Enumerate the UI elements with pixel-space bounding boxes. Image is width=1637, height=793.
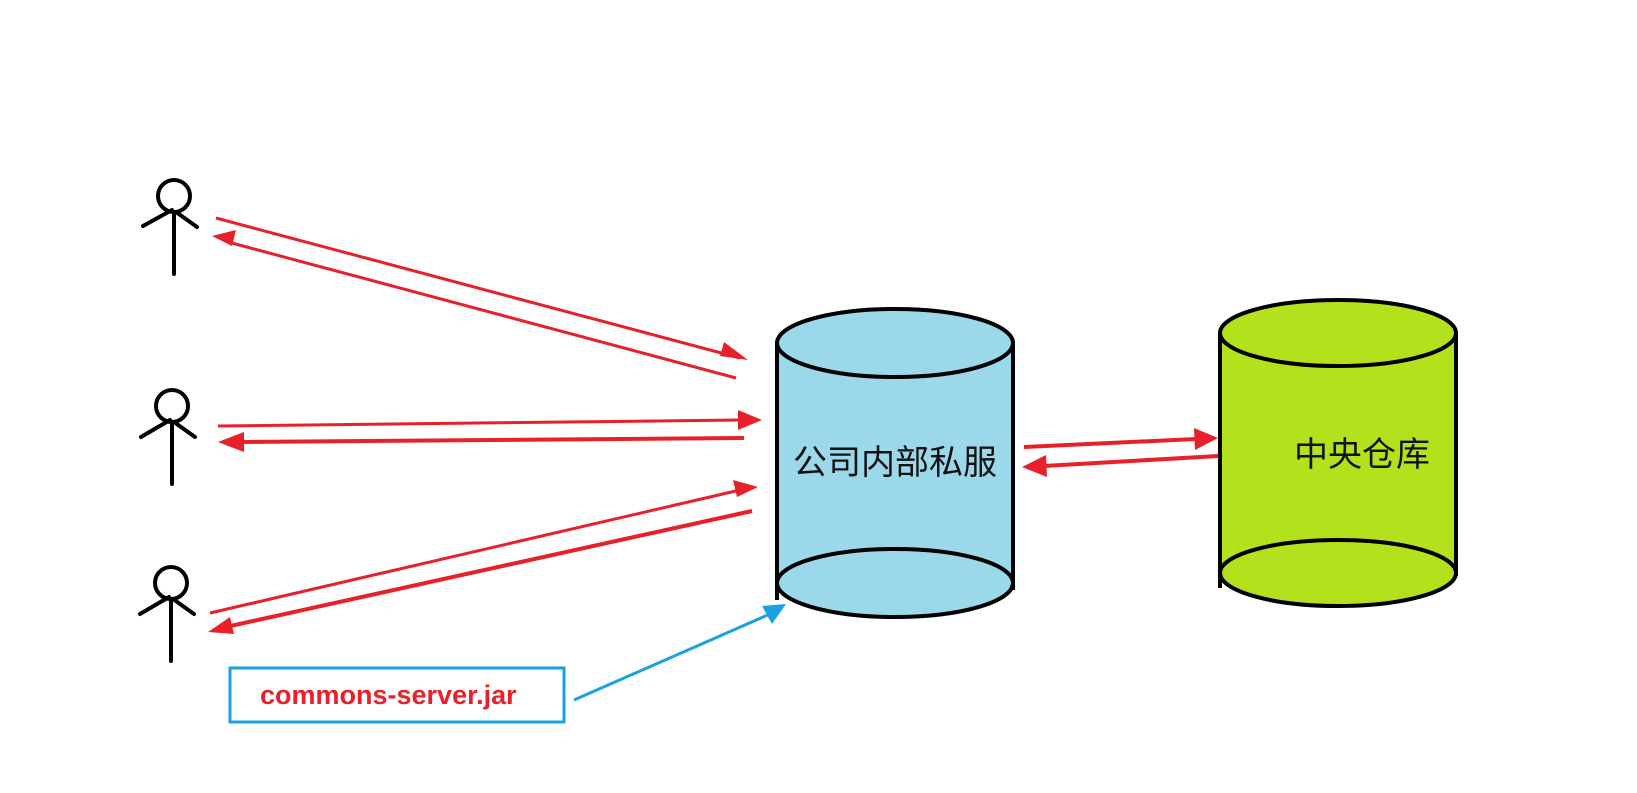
user-3-upload-arrow xyxy=(209,480,758,615)
jar-box: commons-server.jar xyxy=(228,666,566,724)
user-2-upload-arrow xyxy=(217,410,762,430)
user-1-download-arrow xyxy=(212,230,737,380)
central-repo-cylinder: 中央仓库 xyxy=(1218,298,1458,608)
private-to-central-arrow xyxy=(1023,428,1218,450)
central-to-private-arrow xyxy=(1022,454,1219,477)
user-3-stick-figure-icon xyxy=(138,565,196,663)
user-1-upload-arrow xyxy=(215,216,748,360)
jar-label: commons-server.jar xyxy=(260,680,517,710)
user-2-download-arrow xyxy=(218,432,745,452)
jar-upload-arrow xyxy=(573,604,786,702)
user-1-stick-figure-icon xyxy=(141,178,199,276)
user-3-download-arrow xyxy=(208,509,753,634)
user-2-stick-figure-icon xyxy=(139,388,197,486)
private-server-label: 公司内部私服 xyxy=(793,443,997,483)
central-repo-label: 中央仓库 xyxy=(1294,435,1430,475)
private-server-cylinder: 公司内部私服 xyxy=(775,307,1015,619)
